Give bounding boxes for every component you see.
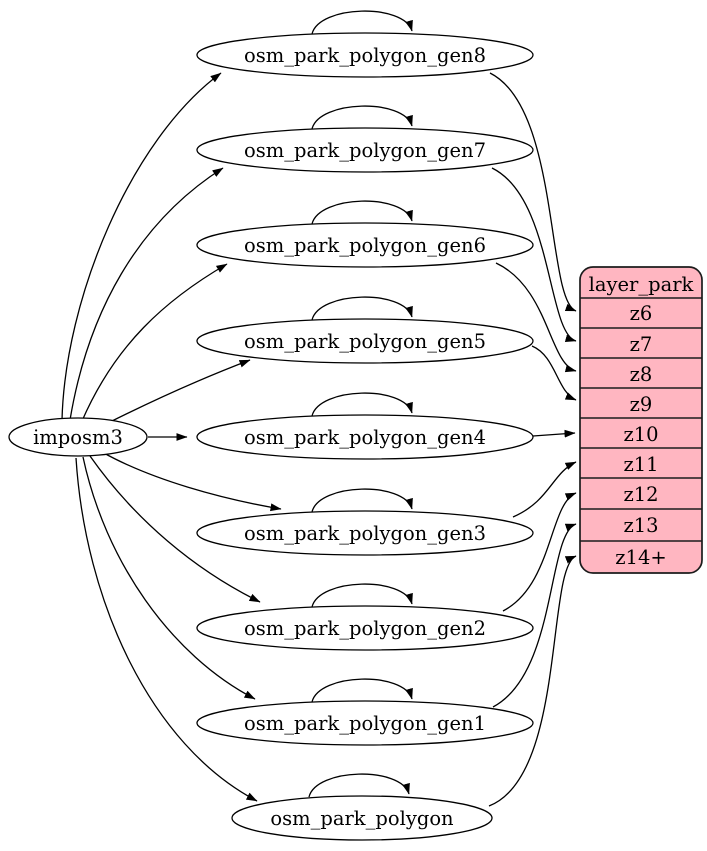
self-loop-gen7 (311, 105, 413, 130)
gen8-label: osm_park_polygon_gen8 (244, 44, 486, 67)
node-gen5: osm_park_polygon_gen5 (196, 318, 534, 364)
polygon-label: osm_park_polygon (270, 807, 454, 830)
edge-gen3-to-z11 (512, 461, 577, 518)
node-gen2: osm_park_polygon_gen2 (196, 605, 534, 651)
edge-imposm3-to-gen5 (107, 359, 251, 424)
edge-gen8-to-z6 (489, 72, 577, 312)
table-row-z13: z13 (623, 514, 658, 537)
self-loop-polygon (308, 773, 410, 798)
table-row-z6: z6 (630, 302, 653, 325)
edge-imposm3-to-gen3 (101, 451, 282, 512)
self-loop-gen2 (311, 583, 413, 608)
edges-from-imposm3 (61, 72, 282, 802)
polygon-ellipse (231, 795, 493, 841)
edge-gen2-to-z12 (502, 492, 577, 612)
layer-park-table: layer_park z6 z7 z8 z9 z10 z11 z12 z13 z… (579, 266, 703, 574)
self-loops (308, 10, 413, 798)
imposm3-ellipse (8, 417, 148, 457)
edge-imposm3-to-gen1 (82, 456, 256, 700)
imposm3-label: imposm3 (33, 426, 123, 449)
gen4-label: osm_park_polygon_gen4 (244, 426, 486, 449)
self-loop-gen1 (311, 678, 413, 703)
edge-imposm3-to-gen8 (61, 72, 222, 421)
gen7-ellipse (196, 127, 534, 173)
node-gen7: osm_park_polygon_gen7 (196, 127, 534, 173)
edge-imposm3-to-gen2 (89, 455, 261, 603)
edge-gen6-to-z8 (495, 262, 577, 373)
edge-polygon-to-z14 (488, 555, 577, 807)
gen1-label: osm_park_polygon_gen1 (244, 712, 486, 735)
gen2-label: osm_park_polygon_gen2 (244, 617, 486, 640)
edges-to-layer-table (488, 72, 577, 807)
table-row-z14: z14+ (615, 546, 666, 569)
self-loop-gen6 (311, 200, 413, 225)
node-imposm3: imposm3 (8, 417, 148, 457)
node-gen8: osm_park_polygon_gen8 (196, 32, 534, 78)
self-loop-gen5 (311, 296, 413, 321)
edge-imposm3-to-polygon (75, 457, 258, 802)
node-gen6: osm_park_polygon_gen6 (196, 222, 534, 268)
edge-gen5-to-z9 (531, 345, 577, 401)
edge-gen1-to-z13 (492, 523, 577, 708)
self-loop-gen4 (311, 392, 413, 417)
edge-imposm3-to-gen7 (69, 167, 224, 421)
gen8-ellipse (196, 32, 534, 78)
gen3-ellipse (196, 510, 534, 556)
gen2-ellipse (196, 605, 534, 651)
gen6-label: osm_park_polygon_gen6 (244, 234, 486, 257)
gen6-ellipse (196, 222, 534, 268)
table-row-z10: z10 (623, 423, 658, 446)
self-loop-gen3 (311, 488, 413, 513)
node-gen1: osm_park_polygon_gen1 (196, 700, 534, 746)
table-row-z11: z11 (623, 453, 658, 476)
node-gen3: osm_park_polygon_gen3 (196, 510, 534, 556)
table-row-z8: z8 (630, 363, 653, 386)
self-loop-gen8 (311, 10, 413, 35)
edge-gen7-to-z7 (491, 167, 577, 342)
table-row-z12: z12 (623, 483, 658, 506)
node-polygon: osm_park_polygon (231, 795, 493, 841)
table-title: layer_park (589, 273, 694, 296)
gen4-ellipse (196, 414, 534, 460)
edge-gen4-to-z10 (532, 429, 576, 438)
gen1-ellipse (196, 700, 534, 746)
gen5-label: osm_park_polygon_gen5 (244, 330, 486, 353)
layer-park-table-outline (579, 266, 703, 574)
gen3-label: osm_park_polygon_gen3 (244, 522, 486, 545)
node-gen4: osm_park_polygon_gen4 (196, 414, 534, 460)
table-row-z9: z9 (630, 393, 653, 416)
gen5-ellipse (196, 318, 534, 364)
gen7-label: osm_park_polygon_gen7 (244, 139, 486, 162)
table-row-z7: z7 (630, 333, 653, 356)
edge-imposm3-to-gen6 (81, 263, 228, 422)
